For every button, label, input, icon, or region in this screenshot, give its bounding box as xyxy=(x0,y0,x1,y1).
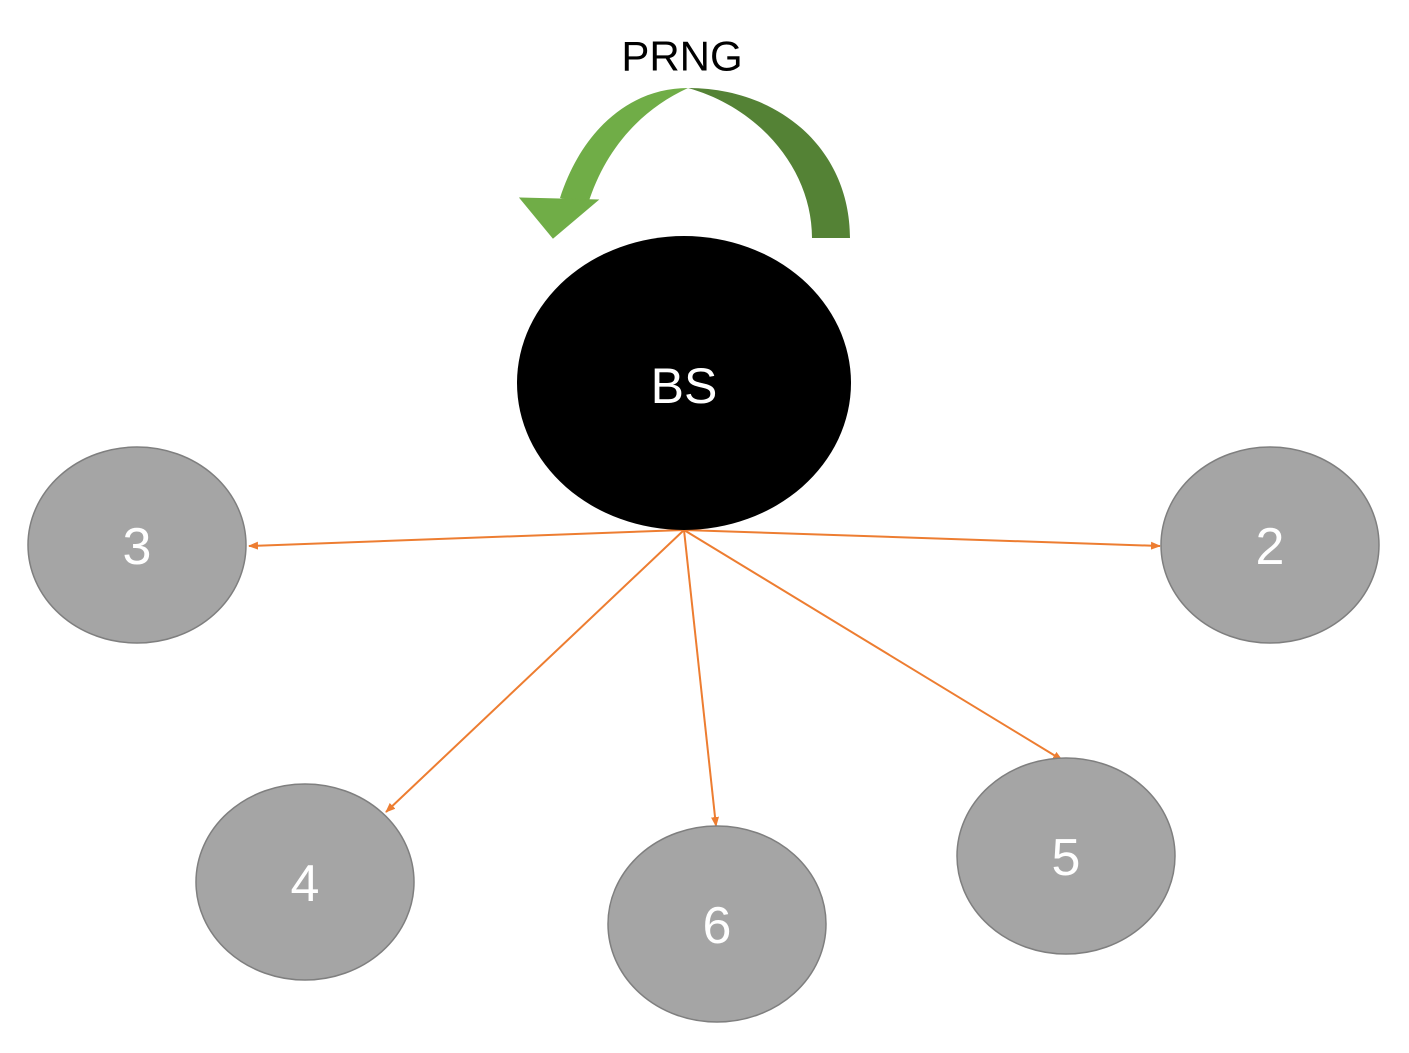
prng-label: PRNG xyxy=(621,33,742,80)
node-4-circle xyxy=(195,783,415,981)
edge-bs-to-6 xyxy=(683,529,720,827)
prng-arrow-band-left xyxy=(560,88,688,204)
node-3-label: 3 xyxy=(123,518,152,576)
node-5-label: 5 xyxy=(1052,829,1081,887)
edge-bs-to-2 xyxy=(683,529,1161,550)
node-2: 2 xyxy=(1160,446,1380,644)
node-2-label: 2 xyxy=(1256,518,1285,576)
node-5-circle xyxy=(956,757,1176,955)
prng-arrow-band-right xyxy=(688,88,850,238)
prng-arrow-head xyxy=(518,197,600,239)
node-2-circle xyxy=(1160,446,1380,644)
edge-bs-to-4 xyxy=(385,529,685,813)
node-4: 4 xyxy=(195,783,415,981)
edge-bs-to-3 xyxy=(248,529,685,550)
node-6-label: 6 xyxy=(703,897,732,955)
edges xyxy=(248,529,1161,827)
node-6: 6 xyxy=(607,825,827,1023)
node-5: 5 xyxy=(956,757,1176,955)
node-4-label: 4 xyxy=(291,855,320,913)
node-3-circle xyxy=(27,446,247,644)
hub-node-label: BS xyxy=(651,358,718,414)
hub-node-bs xyxy=(517,236,851,530)
node-6-circle xyxy=(607,825,827,1023)
edge-bs-to-5 xyxy=(683,529,1063,761)
prng-cycle-arrow xyxy=(518,88,850,239)
node-3: 3 xyxy=(27,446,247,644)
